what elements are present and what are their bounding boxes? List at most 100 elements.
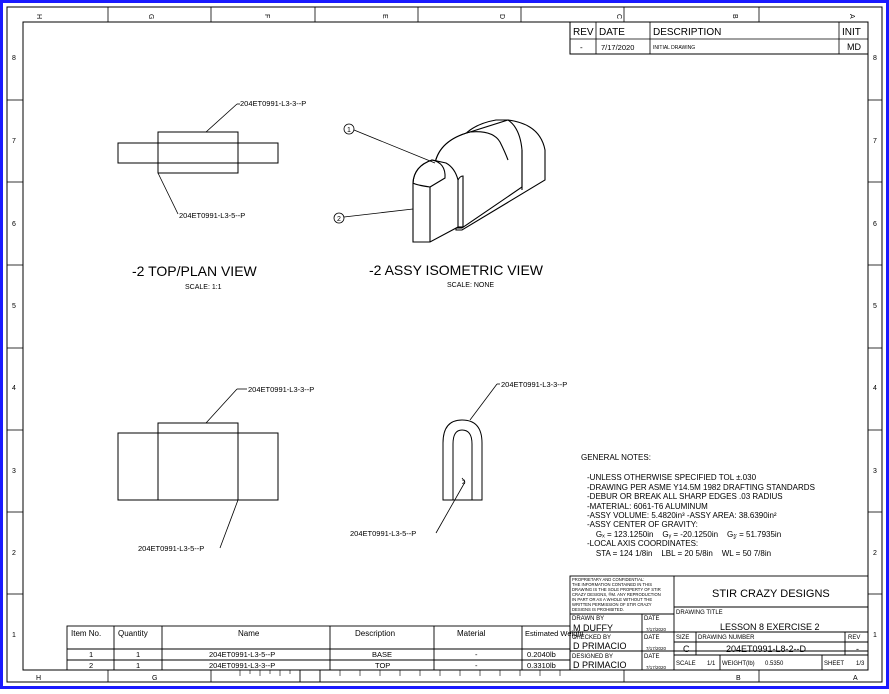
top-view-scale: SCALE: 1:1	[185, 284, 222, 291]
designed-date-label: DATE	[644, 654, 660, 660]
drawing-title-label: DRAWING TITLE	[676, 610, 723, 616]
note-line: STA = 124 1/8in LBL = 20 5/8in WL = 50 7…	[587, 549, 771, 558]
drawn-by: M DUFFY	[573, 623, 613, 633]
bom-header-material: Material	[457, 629, 486, 638]
front-view	[117, 388, 279, 549]
weight-value: 0.5350	[765, 661, 784, 667]
zone-letter: B	[736, 675, 741, 682]
zone-number: 6	[12, 221, 16, 228]
note-line: -MATERIAL: 6061-T6 ALUMINUM	[587, 502, 708, 511]
note-line: -DRAWING PER ASME Y14.5M 1982 DRAFTING S…	[587, 483, 815, 492]
front-view-callout-lower: 204ET0991-L3-5--P	[138, 544, 204, 553]
bom-cell: 0.3310lb	[527, 661, 556, 670]
zone-number: 3	[873, 468, 877, 475]
side-view-callout-lower: 204ET0991-L3-5--P	[350, 529, 416, 538]
bom-scale-ticks	[230, 669, 570, 676]
top-view-callout-upper: 204ET0991-L3-3--P	[240, 99, 306, 108]
proprietary-line: IN PART OR AS A WHOLE WITHOUT THE	[572, 597, 652, 602]
description-header: DESCRIPTION	[653, 27, 721, 38]
zone-number: 3	[12, 468, 16, 475]
zone-frame	[6, 6, 883, 683]
drawing-number-label: DRAWING NUMBER	[698, 635, 755, 641]
note-line: -ASSY CENTER OF GRAVITY:	[587, 520, 698, 529]
init-value: MD	[847, 42, 861, 52]
rev-value: -	[580, 43, 583, 52]
checked-date-label: DATE	[644, 635, 660, 641]
designed-date: 7/17/2020	[646, 665, 667, 670]
zone-numbers-right: 8 7 6 5 4 3 2 1	[873, 55, 877, 639]
zone-number: 6	[873, 221, 877, 228]
zone-number: 7	[873, 138, 877, 145]
bom-cell: 1	[136, 661, 140, 670]
rev-header: REV	[573, 27, 594, 38]
zone-letter: C	[615, 14, 622, 19]
proprietary-line: THE INFORMATION CONTAINED IN THIS	[572, 582, 652, 587]
sheet-label: SHEET	[824, 661, 844, 667]
zone-letter: H	[35, 14, 42, 19]
note-line: -DEBUR OR BREAK ALL SHARP EDGES .03 RADI…	[587, 492, 783, 501]
bom-cell: 204ET0991-L3-3--P	[209, 661, 275, 670]
notes-heading: GENERAL NOTES:	[581, 453, 651, 462]
bom-header-weight: Estimated Weight	[525, 629, 585, 638]
bom-header-name: Name	[238, 629, 260, 638]
top-view-callout-lower: 204ET0991-L3-5--P	[179, 211, 245, 220]
checked-by: D PRIMACIO	[573, 641, 627, 651]
zone-number: 2	[12, 550, 16, 557]
general-notes: GENERAL NOTES: -UNLESS OTHERWISE SPECIFI…	[581, 453, 815, 558]
bom-cell: BASE	[372, 650, 392, 659]
bom-cell: 204ET0991-L3-5--P	[209, 650, 275, 659]
zone-letter: H	[36, 675, 41, 682]
date-header: DATE	[599, 27, 625, 38]
proprietary-line: DRAWING IS THE SOLE PROPERTY OF STIR	[572, 587, 661, 592]
isometric-view	[412, 119, 546, 243]
rev-description-value: INITIAL DRAWING	[653, 45, 695, 51]
title-block	[569, 575, 869, 671]
note-line: -LOCAL AXIS COORDINATES:	[587, 539, 698, 548]
company-name: STIR CRAZY DESIGNS	[712, 588, 830, 600]
checked-date: 7/17/2020	[646, 646, 667, 651]
sheet-value: 1/3	[856, 661, 865, 667]
zone-letter: E	[381, 14, 388, 19]
zone-letter: D	[498, 14, 505, 19]
zone-letters-top: H G F E D C B A	[35, 14, 855, 19]
scale-value: 1/1	[707, 661, 716, 667]
zone-number: 4	[12, 385, 16, 392]
note-line: -UNLESS OTHERWISE SPECIFIED TOL ±.030	[587, 473, 757, 482]
side-view-callout-upper: 204ET0991-L3-3--P	[501, 380, 567, 389]
zone-number: 8	[873, 55, 877, 62]
zone-number: 4	[873, 385, 877, 392]
revision-block: REV DATE DESCRIPTION INIT - 7/17/2020 IN…	[569, 21, 869, 55]
designed-by: D PRIMACIO	[573, 660, 627, 670]
designed-by-label: DESIGNED BY	[572, 654, 613, 660]
proprietary-line: WRITTEN PERMISSION OF STIR CRAZY	[572, 602, 652, 607]
zone-letter: A	[848, 14, 855, 19]
bom-header-item: Item No.	[71, 629, 101, 638]
zone-letter: F	[263, 14, 270, 18]
bom-header-quantity: Quantity	[118, 629, 148, 638]
zone-letter: G	[152, 675, 157, 682]
zone-ticks	[7, 7, 882, 682]
proprietary-line: CRAZY DESIGNS, ®M. ANY REPRODUCTION	[572, 592, 661, 597]
isometric-view-scale: SCALE: NONE	[447, 282, 494, 289]
proprietary-line: PROPRIETARY AND CONFIDENTIAL:	[572, 577, 644, 582]
balloon-2-label: 2	[337, 216, 341, 223]
zone-number: 5	[12, 303, 16, 310]
zone-letter: G	[147, 14, 154, 19]
zone-letter: B	[731, 14, 738, 19]
bom-cell: -	[475, 661, 478, 670]
zone-number: 1	[12, 632, 16, 639]
zone-number: 1	[873, 632, 877, 639]
isometric-view-title: -2 ASSY ISOMETRIC VIEW	[369, 262, 544, 278]
bom-cell: 1	[89, 650, 93, 659]
note-line: -ASSY VOLUME: 5.4820in³ -ASSY AREA: 38.6…	[587, 511, 777, 520]
drawn-date: 7/17/2020	[646, 627, 667, 632]
proprietary-notice: PROPRIETARY AND CONFIDENTIAL: THE INFORM…	[572, 577, 661, 612]
zone-number: 5	[873, 303, 877, 310]
bom-cell: TOP	[375, 661, 390, 670]
bom-row-2: 2 1 204ET0991-L3-3--P TOP - 0.3310lb	[89, 661, 556, 670]
size-value: C	[683, 644, 690, 654]
side-view-marker: 2	[462, 480, 466, 486]
